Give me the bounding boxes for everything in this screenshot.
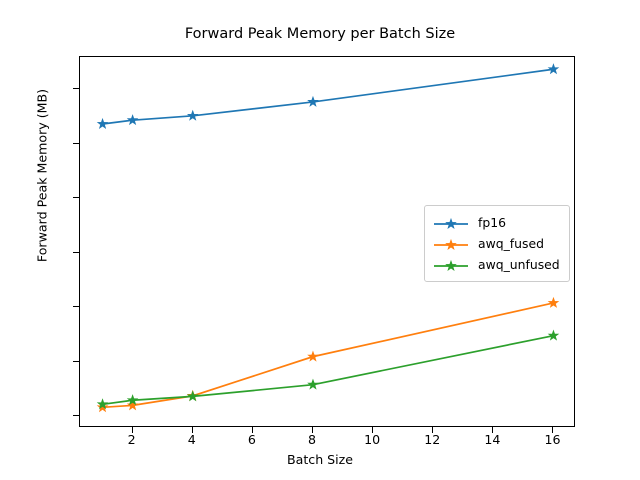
legend-swatch [432, 237, 470, 251]
y-tick-mark [72, 88, 79, 90]
x-tick-mark [251, 426, 253, 433]
legend-item-awq_fused: awq_fused [432, 233, 560, 254]
x-tick-label: 2 [127, 432, 136, 447]
x-tick-label: 8 [307, 432, 316, 447]
plot-area [79, 56, 575, 427]
x-tick-label: 14 [484, 432, 501, 447]
legend-label: fp16 [478, 215, 506, 230]
y-tick-mark [72, 251, 79, 253]
data-point-marker [126, 114, 139, 126]
y-tick-mark [72, 197, 79, 199]
data-point-marker [547, 329, 560, 341]
legend-item-fp16: fp16 [432, 212, 560, 233]
series-line [102, 302, 554, 409]
y-tick-mark [72, 142, 79, 144]
x-tick-mark [432, 426, 434, 433]
x-tick-label: 12 [424, 432, 441, 447]
series-fp16 [96, 63, 560, 129]
data-point-marker [186, 390, 199, 402]
data-point-marker [96, 401, 109, 413]
y-tick-mark [72, 360, 79, 362]
x-tick-mark [131, 426, 133, 433]
legend-swatch [432, 216, 470, 230]
x-tick-mark [552, 426, 554, 433]
legend-swatch [432, 258, 470, 272]
data-point-marker [547, 63, 560, 75]
legend-item-awq_unfused: awq_unfused [432, 254, 560, 275]
series-awq_fused [96, 296, 560, 413]
series-line [102, 334, 554, 406]
series-awq_unfused [96, 329, 560, 410]
x-tick-mark [372, 426, 374, 433]
x-tick-label: 10 [364, 432, 381, 447]
chart-title: Forward Peak Memory per Batch Size [184, 26, 456, 42]
x-tick-label: 4 [187, 432, 196, 447]
data-point-marker [307, 350, 319, 362]
data-point-marker [307, 95, 319, 107]
series-line [102, 68, 554, 125]
x-tick-label: 16 [544, 432, 561, 447]
x-tick-mark [492, 426, 494, 433]
data-point-marker [126, 399, 139, 411]
data-point-marker [126, 394, 139, 406]
legend-label: awq_fused [478, 236, 544, 251]
plot-lines [96, 63, 560, 413]
x-axis-label: Batch Size [286, 452, 354, 467]
legend-label: awq_unfused [478, 257, 560, 272]
data-point-marker [186, 109, 199, 121]
data-point-marker [96, 117, 109, 129]
x-tick-mark [311, 426, 313, 433]
data-point-marker [307, 378, 319, 390]
x-tick-label: 6 [247, 432, 256, 447]
chart-legend: fp16 awq_fused awq_unfused [424, 205, 570, 282]
y-tick-mark [72, 306, 79, 308]
data-point-marker [547, 296, 560, 308]
y-axis-label: Forward Peak Memory (MB) [34, 88, 50, 263]
y-tick-mark [72, 415, 79, 416]
x-tick-mark [191, 426, 193, 433]
data-point-marker [96, 398, 109, 410]
